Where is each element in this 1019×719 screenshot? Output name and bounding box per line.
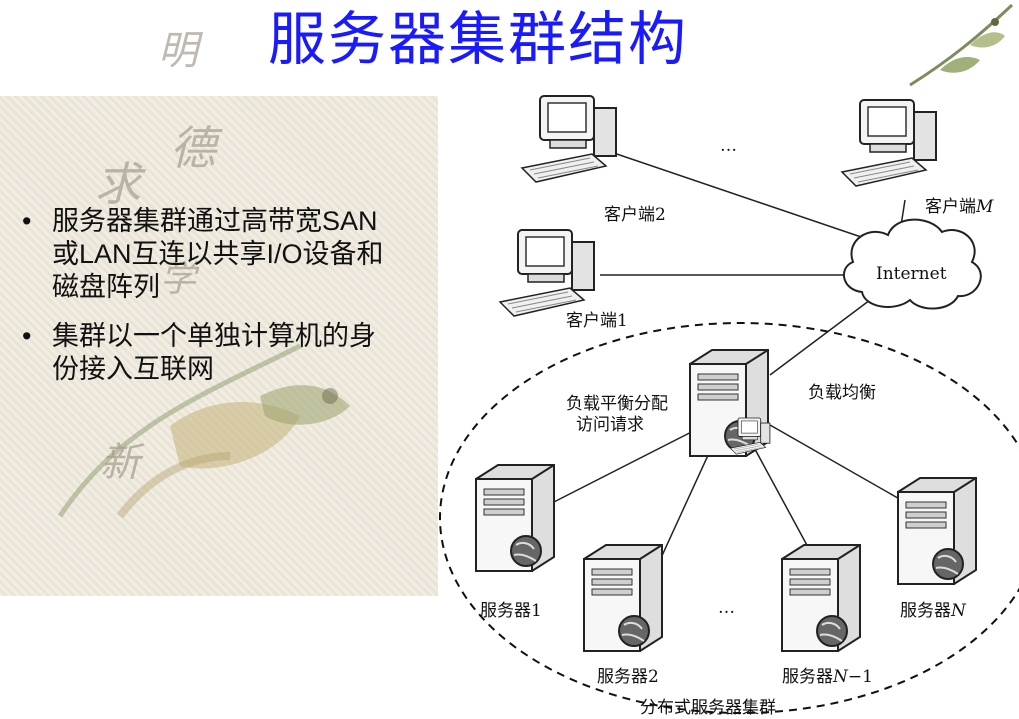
load-balance-caption-line1: 负载平衡分配	[566, 394, 668, 414]
server-2-label: 服务器2	[597, 667, 659, 687]
bullet-text: 服务器集群通过高带宽SAN或LAN互连以共享I/O设备和磁盘阵列	[52, 206, 384, 302]
bullet-item: • 服务器集群通过高带宽SAN或LAN互连以共享I/O设备和磁盘阵列	[22, 205, 402, 304]
server-n-label: 服务器N	[900, 601, 966, 621]
load-balance-caption-line2: 访问请求	[576, 415, 644, 435]
server-n-icon	[897, 477, 977, 585]
network-links	[547, 149, 911, 561]
cluster-label: 分布式服务器集群	[640, 698, 776, 718]
load-balancer-label: 负载均衡	[808, 383, 876, 403]
client-m-label: 客户端M	[925, 197, 994, 217]
server-1-label: 服务器1	[480, 601, 542, 621]
decor-char-qiu: 求	[95, 157, 141, 211]
bird-illustration	[57, 343, 350, 519]
server-ellipsis: …	[718, 598, 735, 618]
bullet-marker: •	[22, 321, 32, 351]
decorative-background-panel	[0, 96, 438, 596]
client-1-computer-icon	[499, 229, 595, 317]
server-2-icon	[583, 544, 663, 652]
bullet-marker: •	[22, 206, 32, 236]
decor-char-xin: 新	[100, 440, 140, 486]
bullet-item: • 集群以一个单独计算机的身份接入互联网	[22, 320, 402, 386]
server-n-minus-1-icon	[781, 544, 861, 652]
decor-char-ming: 明	[158, 28, 198, 74]
internet-label: Internet	[876, 264, 947, 284]
page-title: 服务器集群结构	[268, 5, 689, 73]
server-n-minus-1-label: 服务器N−1	[782, 667, 873, 687]
bullet-list: • 服务器集群通过高带宽SAN或LAN互连以共享I/O设备和磁盘阵列 • 集群以…	[22, 205, 402, 402]
bullet-text: 集群以一个单独计算机的身份接入互联网	[52, 321, 376, 384]
decor-char-de: 德	[170, 121, 216, 175]
client-2-computer-icon	[521, 95, 617, 183]
internet-cloud-icon	[842, 218, 982, 310]
cluster-boundary	[439, 322, 1019, 714]
client-1-label: 客户端1	[566, 311, 628, 331]
decor-char-xue: 学	[160, 259, 197, 300]
client-ellipsis: …	[720, 136, 737, 156]
server-1-icon	[475, 464, 555, 572]
client-m-computer-icon	[841, 99, 937, 187]
client-2-label: 客户端2	[604, 205, 666, 225]
plant-decoration-icon	[909, 3, 1014, 87]
